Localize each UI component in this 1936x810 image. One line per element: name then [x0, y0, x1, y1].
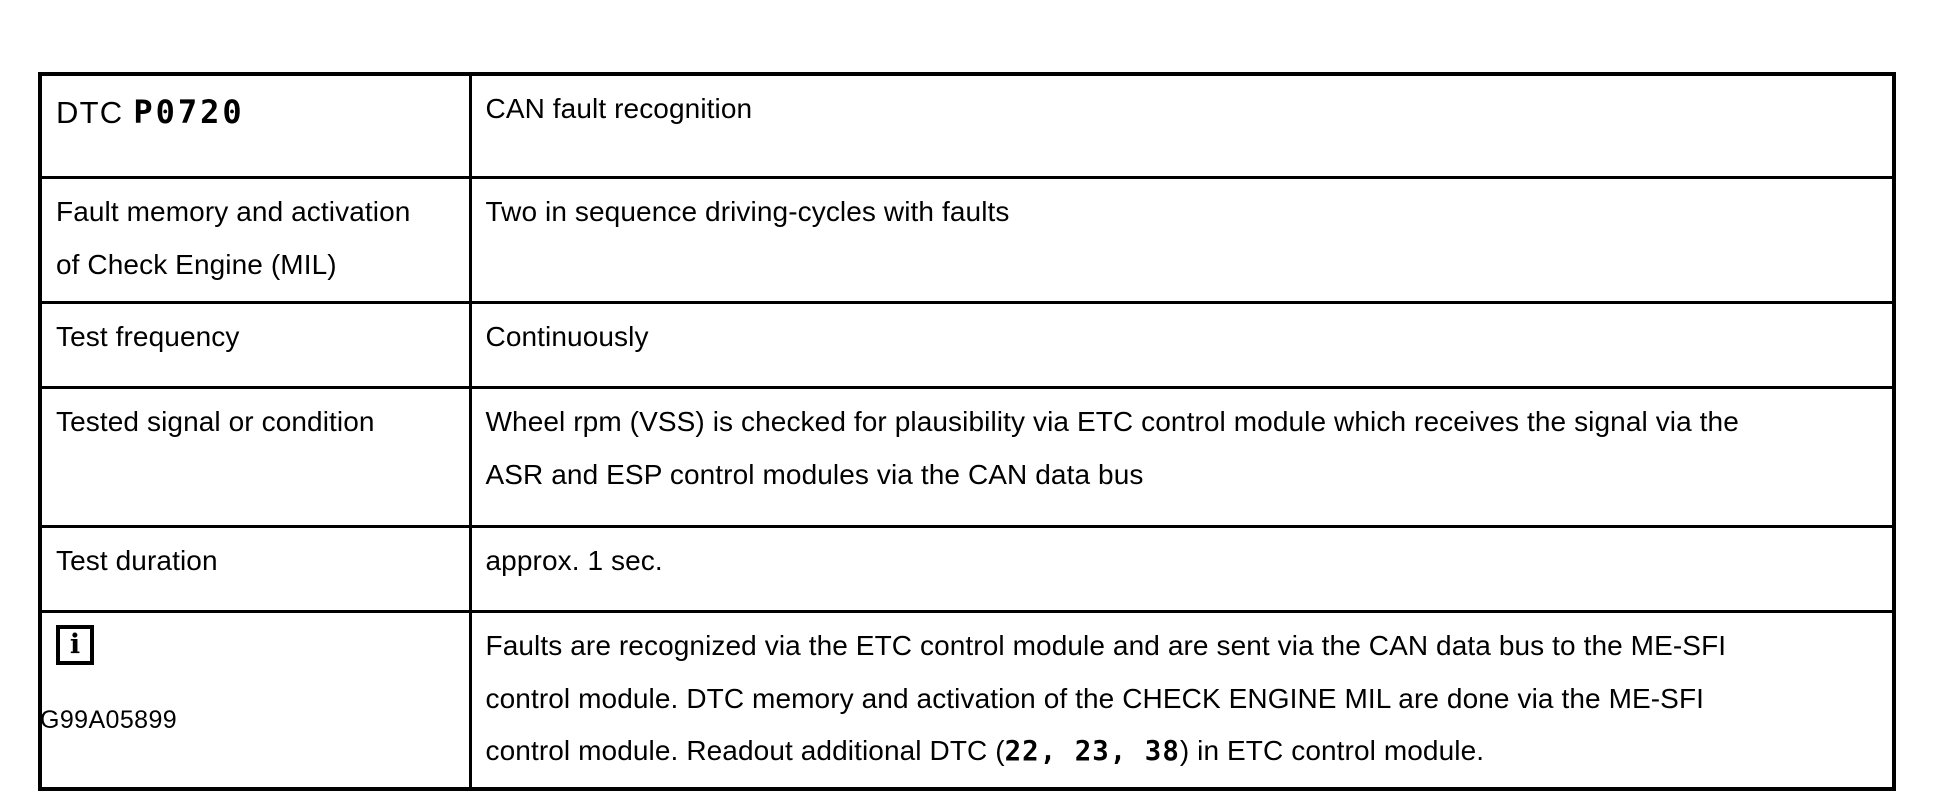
- table-row-tested-signal: Tested signal or condition Wheel rpm (VS…: [38, 386, 1896, 528]
- table-row-test-duration: Test duration approx. 1 sec.: [38, 525, 1896, 613]
- table-row-test-frequency: Test frequency Continuously: [38, 301, 1896, 389]
- figure-identifier: G99A05899: [40, 706, 178, 734]
- fault-memory-label-line-1: Fault memory and activation: [56, 196, 411, 227]
- dtc-description-text: CAN fault recognition: [485, 93, 753, 124]
- tested-signal-label-cell: Tested signal or condition: [38, 386, 472, 528]
- test-duration-value-cell: approx. 1 sec.: [468, 525, 1896, 613]
- tested-signal-value-line-2: ASR and ESP control modules via the CAN …: [485, 458, 1144, 490]
- additional-dtc-codes: 22, 23, 38: [1004, 736, 1180, 768]
- table-row-fault-memory: Fault memory and activation of Check Eng…: [38, 176, 1896, 304]
- table-row-information-note: i Faults are recognized via the ETC cont…: [38, 610, 1896, 791]
- test-duration-label-cell: Test duration: [38, 525, 472, 613]
- information-label-cell: i: [38, 610, 472, 791]
- test-frequency-value-text: Continuously: [485, 321, 649, 352]
- fault-memory-value-cell: Two in sequence driving-cycles with faul…: [468, 176, 1896, 304]
- test-frequency-label-text: Test frequency: [56, 321, 240, 352]
- dtc-label: DTC P0720: [56, 93, 245, 131]
- information-note-line-3-suffix: ) in ETC control module.: [1179, 735, 1485, 767]
- fault-memory-label-cell: Fault memory and activation of Check Eng…: [38, 176, 472, 304]
- dtc-code-value: P0720: [133, 93, 245, 131]
- dtc-code-cell: DTC P0720: [38, 72, 472, 179]
- dtc-description-cell: CAN fault recognition: [468, 72, 1896, 179]
- tested-signal-value-cell: Wheel rpm (VSS) is checked for plausibil…: [468, 386, 1896, 528]
- dtc-prefix-text: DTC: [56, 95, 124, 130]
- fault-memory-label-line-2: of Check Engine (MIL): [56, 248, 337, 280]
- test-duration-value-text: approx. 1 sec.: [485, 545, 663, 576]
- fault-memory-value-text: Two in sequence driving-cycles with faul…: [485, 196, 1010, 227]
- tested-signal-label-text: Tested signal or condition: [56, 406, 375, 437]
- information-icon: i: [56, 625, 94, 665]
- tested-signal-value-line-1: Wheel rpm (VSS) is checked for plausibil…: [485, 406, 1739, 437]
- information-note-line-1: Faults are recognized via the ETC contro…: [485, 630, 1727, 661]
- information-note-line-2: control module. DTC memory and activatio…: [485, 682, 1705, 714]
- information-note-line-3: control module. Readout additional DTC (…: [486, 730, 1879, 773]
- information-note-cell: Faults are recognized via the ETC contro…: [468, 610, 1896, 791]
- dtc-table-container: DTC P0720 CAN fault recognition Fault mem…: [38, 72, 1896, 791]
- test-frequency-label-cell: Test frequency: [38, 301, 472, 389]
- test-duration-label-text: Test duration: [56, 545, 218, 576]
- information-note-line-3-prefix: control module. Readout additional DTC (: [485, 735, 1005, 767]
- table-row-dtc: DTC P0720 CAN fault recognition: [38, 72, 1896, 179]
- test-frequency-value-cell: Continuously: [468, 301, 1896, 389]
- dtc-diagnostic-table: DTC P0720 CAN fault recognition Fault mem…: [38, 72, 1896, 791]
